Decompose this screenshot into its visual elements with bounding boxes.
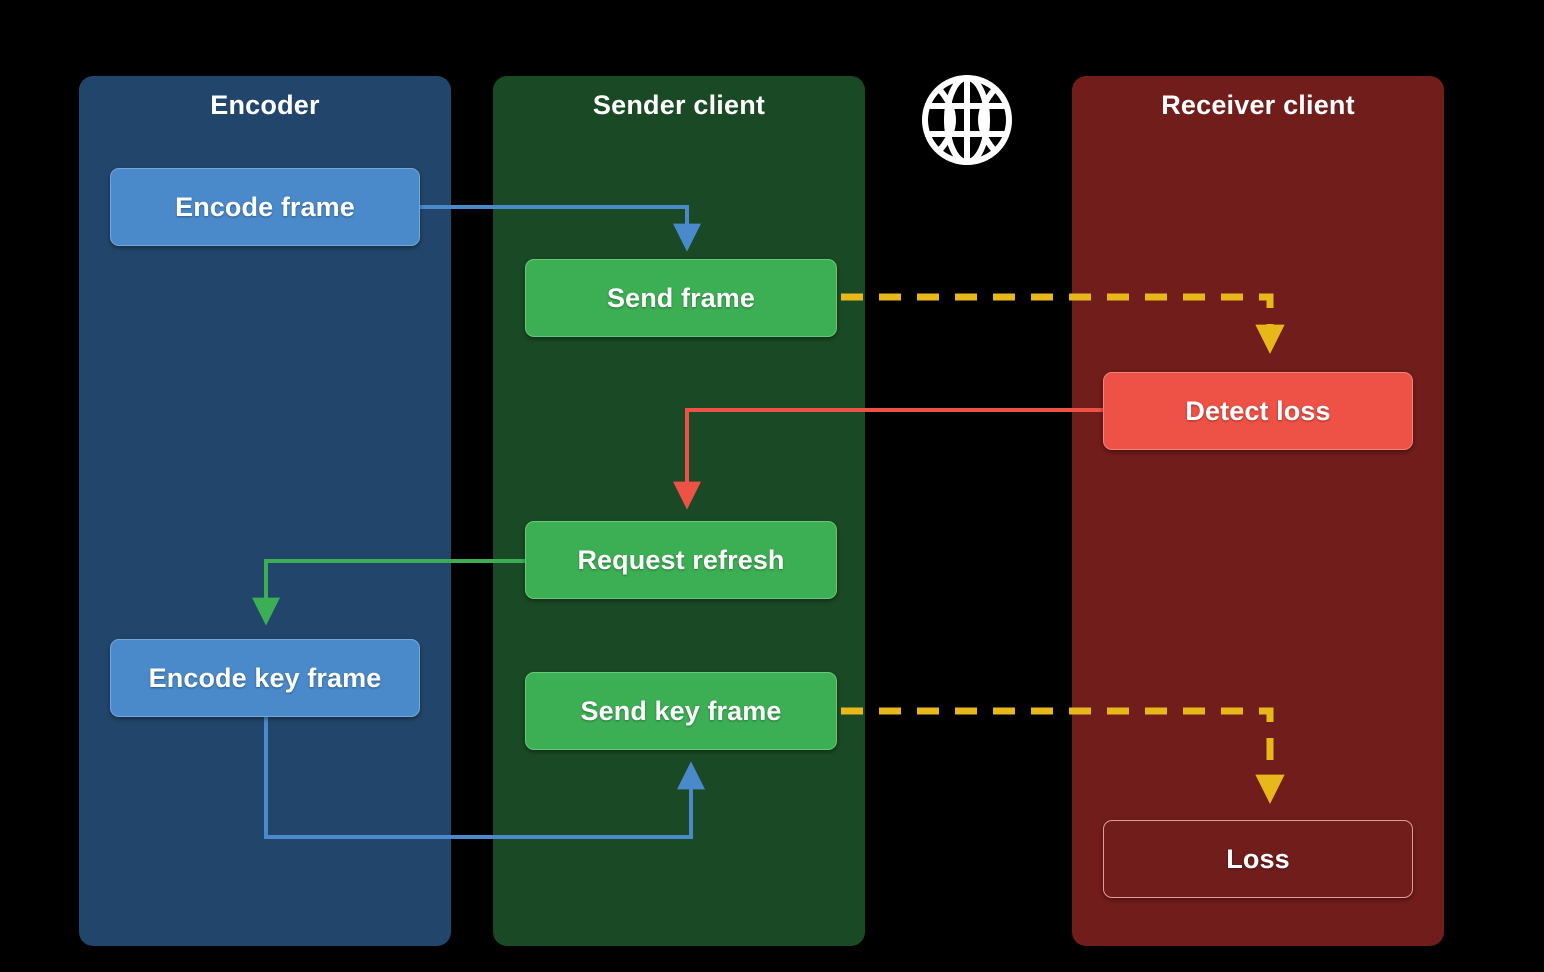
lane-receiver-title: Receiver client [1161,90,1355,120]
lane-receiver: Receiver client [1072,76,1444,946]
lane-encoder-title: Encoder [210,90,320,120]
node-loss[interactable]: Loss [1103,820,1413,898]
node-request-refresh-label: Request refresh [577,544,785,575]
node-send-key-frame[interactable]: Send key frame [525,672,837,750]
node-send-key-frame-label: Send key frame [580,695,782,726]
node-send-frame-label: Send frame [606,282,756,313]
node-encode-key-frame-label: Encode key frame [148,662,382,693]
node-encode-frame[interactable]: Encode frame [110,168,420,246]
node-request-refresh[interactable]: Request refresh [525,521,837,599]
node-detect-loss-label: Detect loss [1185,395,1331,426]
node-encode-key-frame[interactable]: Encode key frame [110,639,420,717]
node-loss-label: Loss [1226,843,1290,874]
node-encode-frame-label: Encode frame [175,191,355,222]
globe-icon [922,75,1012,165]
node-send-frame[interactable]: Send frame [525,259,837,337]
lane-sender-title: Sender client [592,90,766,120]
node-detect-loss[interactable]: Detect loss [1103,372,1413,450]
lane-sender: Sender client [493,76,865,946]
